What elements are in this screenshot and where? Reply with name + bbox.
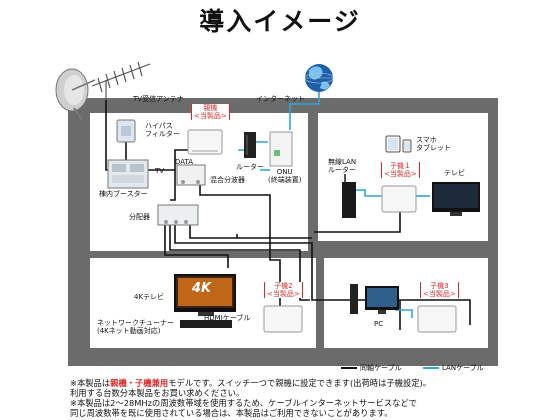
splitter-icon <box>157 204 199 226</box>
onu-device <box>269 131 293 167</box>
satellite-dish-icon <box>55 68 96 121</box>
page-title: 導入イメージ <box>199 7 361 36</box>
router-label: ルーター <box>236 163 264 171</box>
internet-globe-icon <box>304 64 334 92</box>
onu-label: ONU(終端装置) <box>268 168 302 185</box>
tv-label: TV <box>155 167 165 175</box>
pc-label: PC <box>374 320 384 328</box>
child3-label: 子機3<当製品> <box>420 282 459 299</box>
room-3 <box>324 258 488 348</box>
tv-4k-label: 4Kテレビ <box>134 293 165 301</box>
highpass-filter-label: ハイパスフィルター <box>145 122 180 139</box>
legend-lan-label: LANケーブル <box>442 364 484 372</box>
note-line-3: ※本製品は2～28MHzの周波数帯域を使用するため、ケーブルインターネットサービ… <box>70 398 417 408</box>
booster-icon <box>107 159 149 189</box>
child3-device <box>417 305 457 333</box>
tablet-icon <box>385 135 412 153</box>
note-line-4: 同じ周波数帯を既に使用されている場合は、本製品はご利用できないことがあります。 <box>70 408 393 418</box>
legend-coax-label: 同軸ケーブル <box>360 364 402 372</box>
mixer-splitter-label: 混合分波器 <box>210 176 245 184</box>
booster-label: 棟内ブースター <box>99 190 148 198</box>
child2-device <box>263 305 303 333</box>
child1-device <box>381 185 417 213</box>
splitter-label: 分配器 <box>129 213 150 221</box>
child2-label: 子機2<当製品> <box>264 282 303 299</box>
note-line-2: 利用する台数分本製品をお買い求めください。 <box>70 388 245 398</box>
tv-set-label: テレビ <box>444 169 465 177</box>
router-device <box>244 132 256 158</box>
child1-label: 子機１<当製品> <box>381 162 420 179</box>
tv-4k-icon <box>174 274 236 316</box>
highpass-filter-icon <box>116 119 136 143</box>
data-label: DATA <box>175 158 194 166</box>
parent-unit-label: 親機<当製品> <box>191 104 230 121</box>
parent-unit-device <box>187 129 223 155</box>
network-tuner-device <box>180 320 232 328</box>
mixer-splitter-icon <box>176 164 206 186</box>
internet-label: インターネット <box>256 95 305 103</box>
tv-antenna-label: TV受信アンテナ <box>133 95 184 103</box>
network-tuner-label: ネットワークチューナー(4Kネット動画対応) <box>97 319 174 336</box>
pc-icon <box>350 284 399 314</box>
note-line-1: ※本製品は親機・子機兼用モデルです。スイッチ一つで親機に設定できます(出荷時は子… <box>70 378 432 388</box>
wireless-router-device <box>342 174 356 218</box>
hdmi-cable-label: HDMIケーブル <box>204 314 251 322</box>
smartphone-tablet-label: スマホタブレット <box>416 136 451 153</box>
screen-4k-text: 4K <box>192 281 212 296</box>
tv-room1-icon <box>432 182 480 216</box>
